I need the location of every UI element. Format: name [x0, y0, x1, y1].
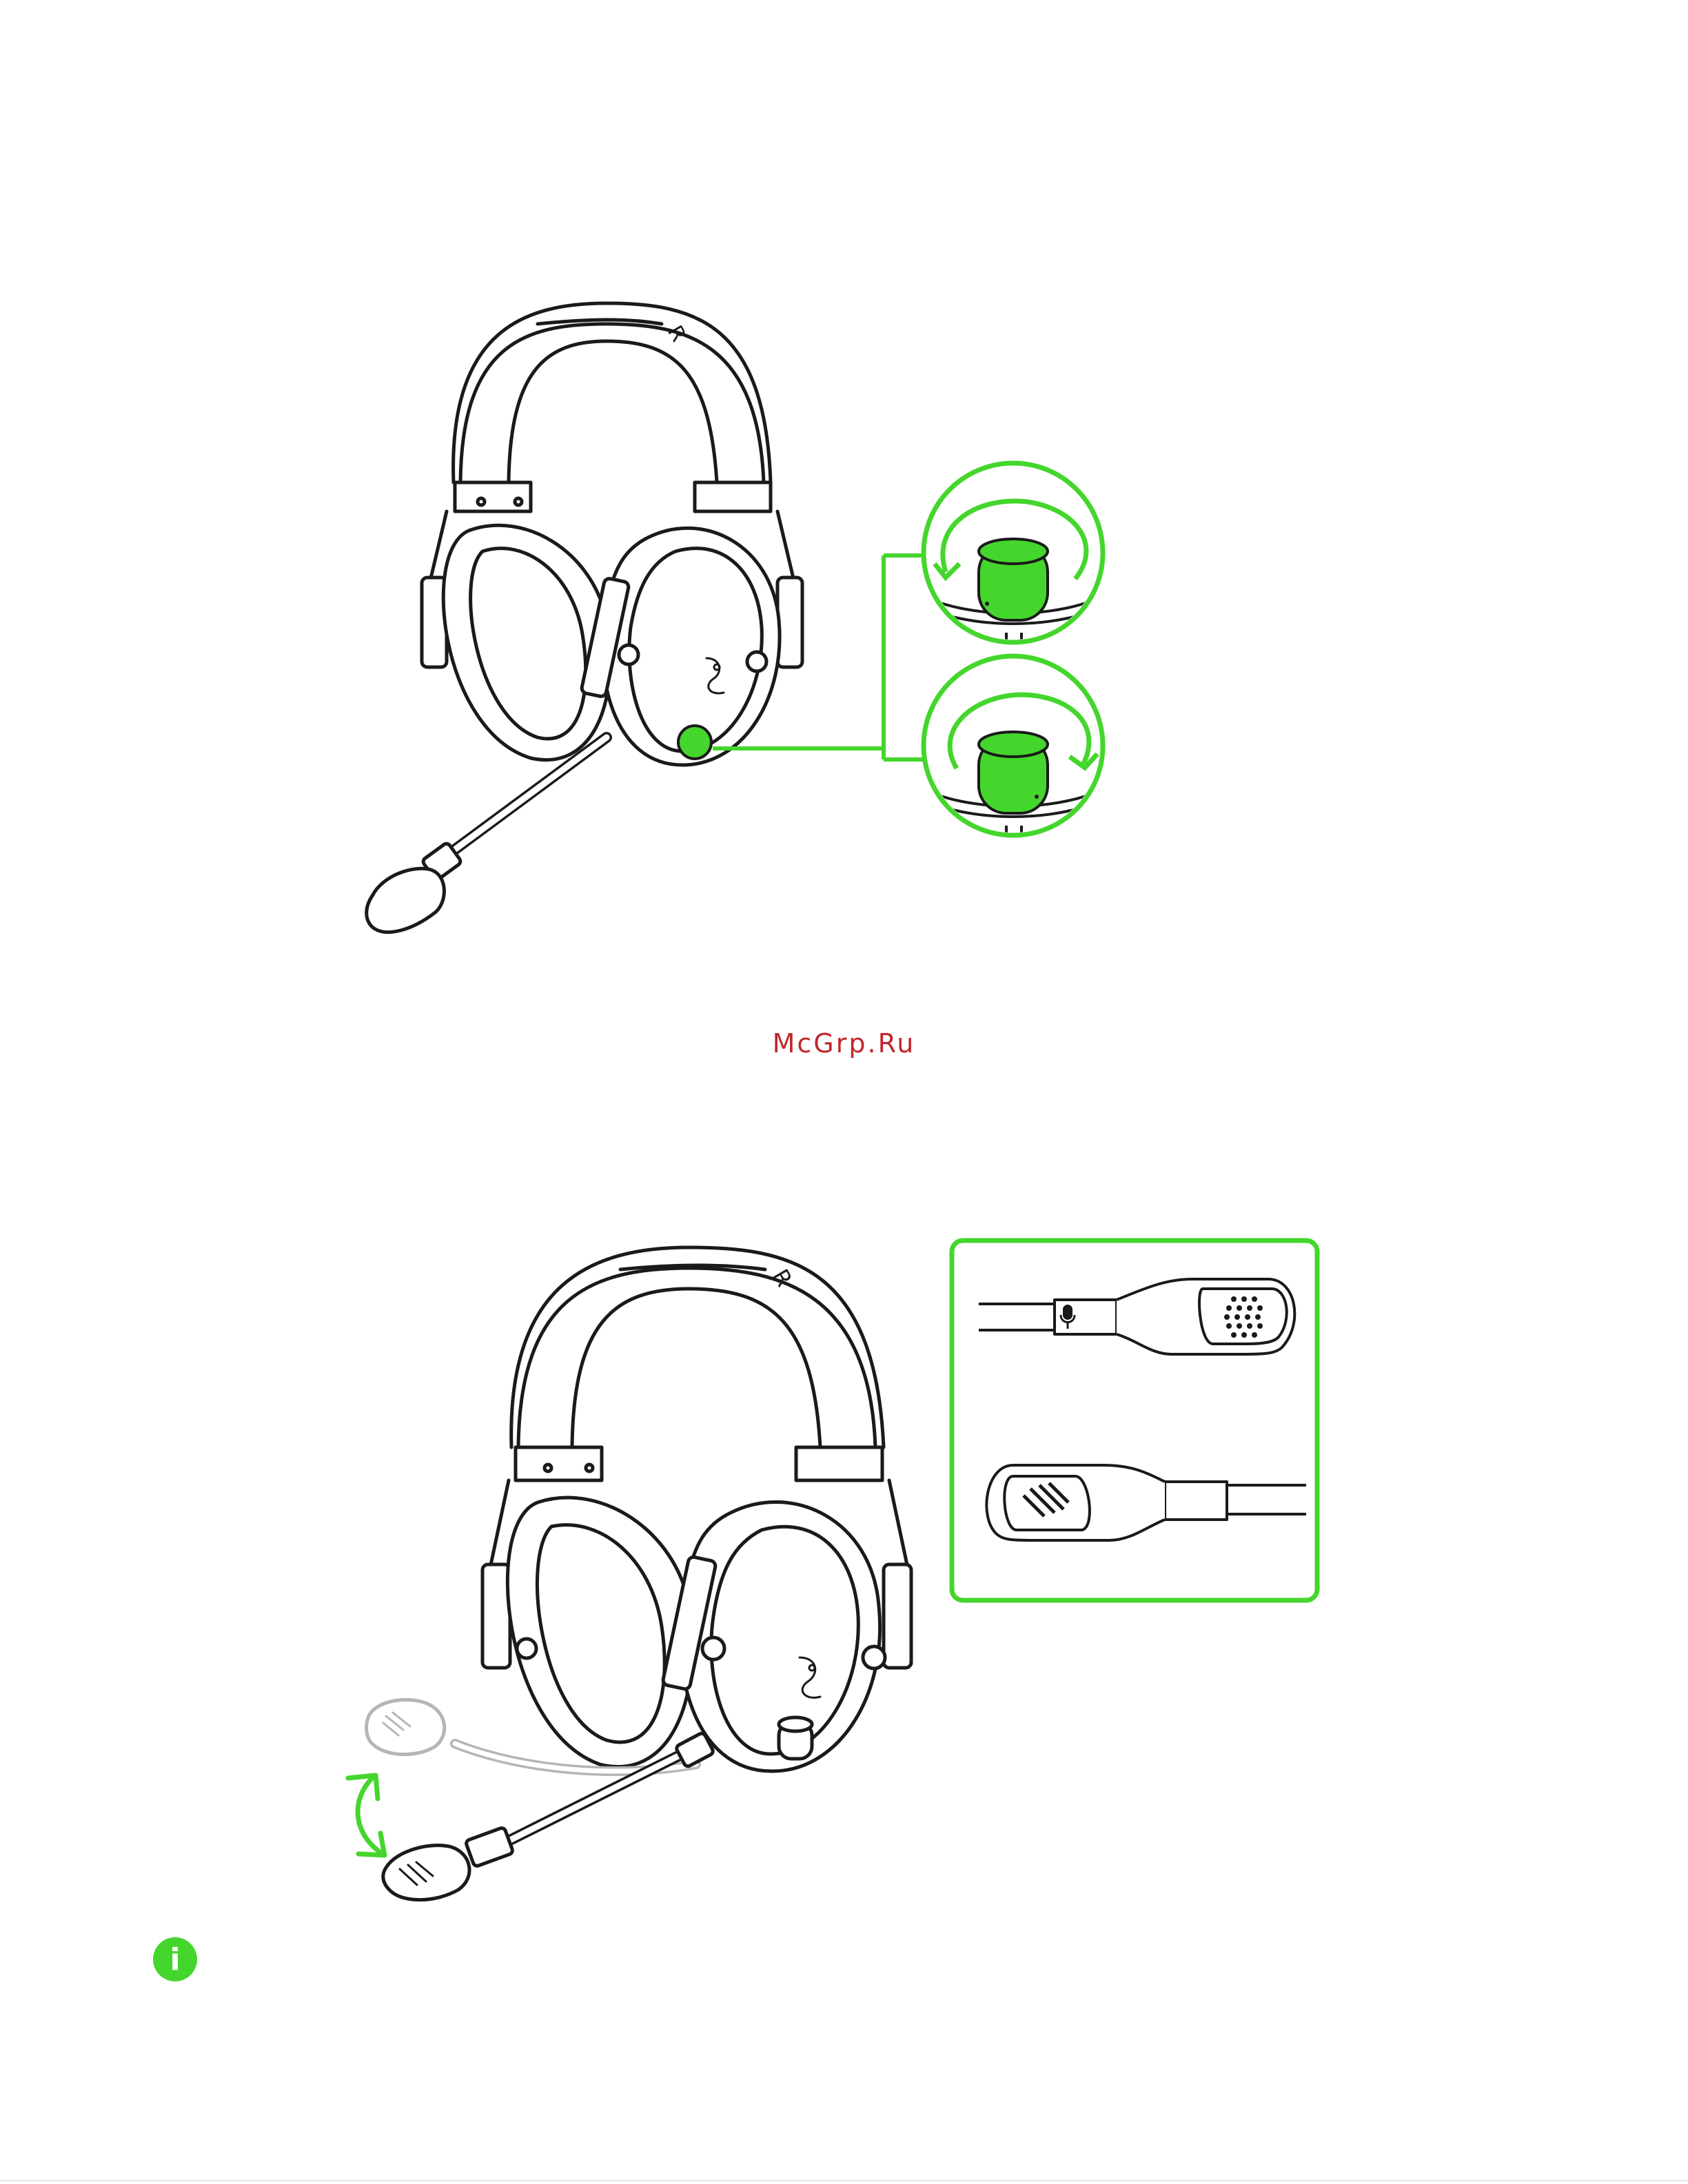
mic-detail-panel — [952, 1241, 1317, 1600]
footer-divider — [0, 2180, 1688, 2181]
headset-illustration-2: R — [367, 1247, 911, 1900]
mic-capsule-lowered — [383, 1846, 469, 1900]
info-icon: i — [153, 1937, 197, 1981]
flip-arrow-icon — [348, 1775, 385, 1855]
